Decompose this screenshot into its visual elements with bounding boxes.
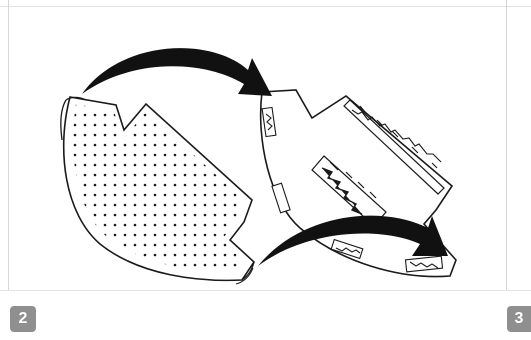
flip-arrow-bottom [258,215,448,266]
right-panel-border [506,0,507,290]
adhesive-strip-middle [311,155,387,227]
adhesive-strip-long [343,99,445,195]
step-number-badge: 2 [10,306,36,332]
adhesive-strip-small-bottom [330,238,364,260]
flip-arrow-top [82,48,272,96]
top-divider [0,6,531,7]
bottom-divider [0,290,531,291]
adhesive-strip-small-left [271,182,291,214]
next-step-number-badge: 3 [507,306,531,332]
filter-pad-front [60,96,256,285]
adhesive-strip-small-right [404,255,444,273]
adhesive-strip-small-top [261,106,277,138]
left-panel-border [8,0,9,290]
